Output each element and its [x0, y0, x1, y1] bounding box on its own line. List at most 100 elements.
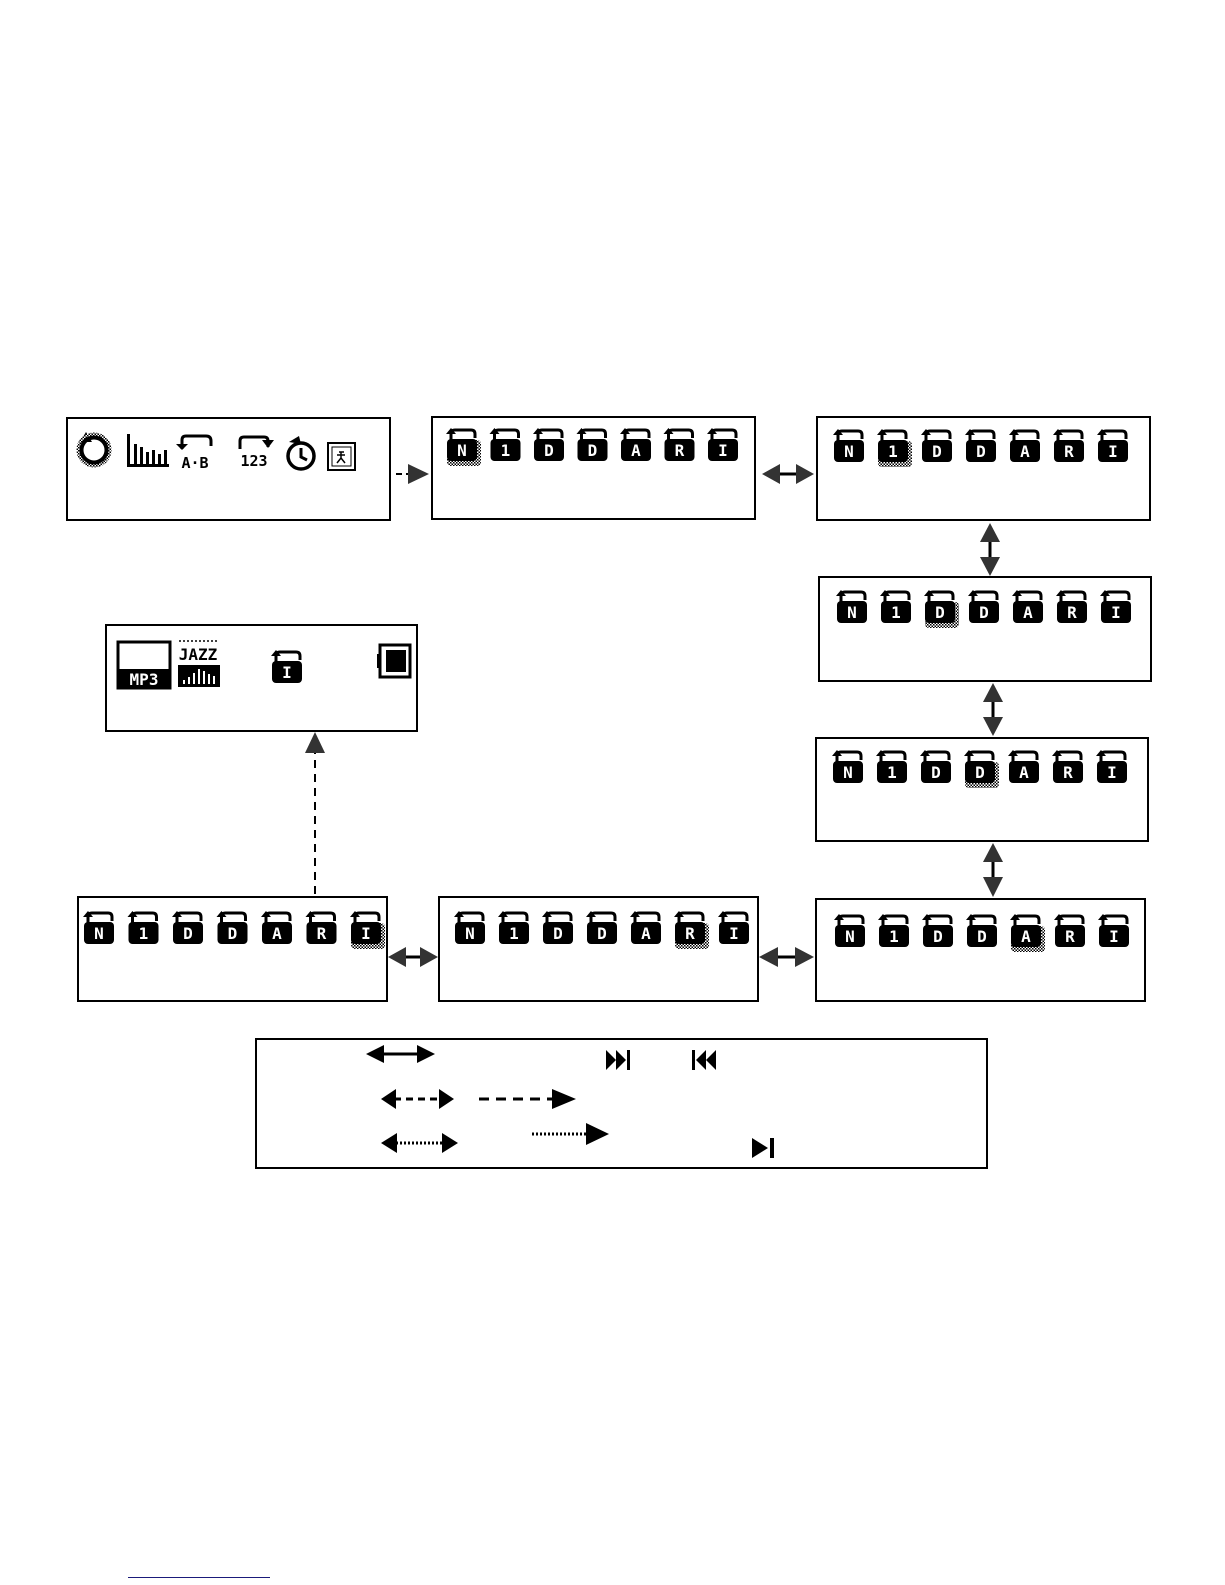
repeat-mode-a-icon: A — [620, 428, 651, 461]
repeat-mode-row: N1DDARI — [454, 911, 749, 949]
repeat-mode-a-icon: A — [1012, 590, 1043, 623]
prev-icon — [692, 1050, 716, 1070]
current-mode-icon: I — [271, 650, 302, 683]
repeat-mode-label: D — [183, 924, 193, 943]
repeat-mode-label: I — [1109, 927, 1119, 946]
repeat-mode-d-icon: D — [965, 429, 996, 462]
legend-dotted-double-arrow — [381, 1133, 458, 1153]
repeat-mode-label: A — [1019, 763, 1029, 782]
repeat-mode-label: N — [457, 441, 467, 460]
repeat-mode-label: R — [1063, 763, 1073, 782]
format-label: MP3 — [130, 670, 159, 689]
repeat-mode-d-icon: D — [172, 911, 203, 944]
repeat-mode-label: A — [1021, 927, 1031, 946]
repeat-mode-label: R — [1065, 927, 1075, 946]
repeat-mode-1-icon: 1 — [877, 429, 912, 467]
repeat-mode-label: A — [272, 924, 282, 943]
repeat-mode-label: A — [1023, 603, 1033, 622]
repeat-mode-label: N — [844, 442, 854, 461]
repeat-mode-label: D — [933, 927, 943, 946]
repeat-mode-i-icon: I — [350, 911, 385, 949]
repeat-mode-label: D — [597, 924, 607, 943]
repeat-mode-r-icon: R — [664, 428, 695, 461]
repeat-mode-label: D — [976, 442, 986, 461]
repeat-mode-1-icon: 1 — [878, 914, 909, 947]
repeat-mode-label: I — [1111, 603, 1121, 622]
repeat-mode-label: R — [1064, 442, 1074, 461]
repeat-mode-label: I — [1108, 442, 1118, 461]
repeat-mode-label: 1 — [889, 927, 899, 946]
repeat-mode-label: N — [845, 927, 855, 946]
repeat-mode-d-icon: D — [542, 911, 573, 944]
repeat-mode-label: A — [641, 924, 651, 943]
repeat-mode-1-icon: 1 — [498, 911, 529, 944]
connectors — [305, 464, 1003, 967]
repeat-mode-a-icon: A — [261, 911, 292, 944]
repeat-mode-label: D — [977, 927, 987, 946]
repeat-mode-label: R — [675, 441, 685, 460]
repeat-icon — [78, 432, 110, 466]
repeat-mode-label: N — [465, 924, 475, 943]
repeat-mode-a-icon: A — [630, 911, 661, 944]
repeat-mode-d-icon: D — [966, 914, 997, 947]
legend-dotted-arrow — [532, 1123, 609, 1145]
repeat-mode-n-icon: N — [836, 590, 867, 623]
repeat-mode-d-icon: D — [968, 590, 999, 623]
legend-solid-double-arrow — [366, 1045, 435, 1063]
repeat-mode-i-icon: I — [707, 428, 738, 461]
repeat-mode-d-icon: D — [533, 428, 564, 461]
repeat-mode-label: A — [631, 441, 641, 460]
ab-label: A·B — [181, 454, 208, 472]
repeat-mode-n-icon: N — [83, 911, 114, 944]
repeat-mode-a-icon: A — [1008, 750, 1039, 783]
repeat-mode-i-icon: I — [1100, 590, 1131, 623]
repeat-mode-n-icon: N — [446, 428, 481, 466]
equalizer-icon — [127, 434, 169, 467]
repeat-mode-row: N1DDARI — [832, 750, 1127, 788]
repeat-mode-r-icon: R — [1052, 750, 1083, 783]
repeat-mode-1-icon: 1 — [128, 911, 159, 944]
repeat-mode-i-icon: I — [1098, 914, 1129, 947]
repeat-mode-label: 1 — [139, 924, 149, 943]
repeat-mode-label: 1 — [887, 763, 897, 782]
repeat-mode-a-icon: A — [1009, 429, 1040, 462]
repeat-mode-d-icon: D — [922, 914, 953, 947]
repeat-mode-label: D — [975, 763, 985, 782]
repeat-mode-r-icon: R — [1054, 914, 1085, 947]
repeat-mode-i-icon: I — [1097, 429, 1128, 462]
legend-dashed-double-arrow — [381, 1089, 454, 1109]
repeat-mode-label: R — [685, 924, 695, 943]
repeat-mode-a-icon: A — [1010, 914, 1045, 952]
repeat-mode-label: I — [361, 924, 371, 943]
repeat-mode-d-icon: D — [964, 750, 999, 788]
repeat-mode-label: N — [847, 603, 857, 622]
repeat-mode-label: N — [94, 924, 104, 943]
timer-icon — [288, 436, 314, 469]
repeat-mode-i-icon: I — [1096, 750, 1127, 783]
repeat-mode-label: R — [1067, 603, 1077, 622]
repeat-mode-1-icon: 1 — [490, 428, 521, 461]
contrast-icon — [328, 443, 355, 470]
repeat-mode-label: D — [228, 924, 238, 943]
legend-dashed-arrow — [479, 1089, 576, 1109]
repeat-mode-i-icon: I — [718, 911, 749, 944]
play-pause-icon — [752, 1138, 774, 1158]
playback-order-icon: 123 — [240, 437, 274, 470]
repeat-mode-r-icon: R — [674, 911, 709, 949]
repeat-mode-label: I — [1107, 763, 1117, 782]
repeat-mode-label: D — [979, 603, 989, 622]
repeat-mode-n-icon: N — [454, 911, 485, 944]
repeat-mode-n-icon: N — [832, 750, 863, 783]
repeat-mode-r-icon: R — [1053, 429, 1084, 462]
repeat-mode-row: N1DDARI — [446, 428, 738, 466]
repeat-mode-label: I — [282, 663, 292, 682]
repeat-mode-label: D — [935, 603, 945, 622]
repeat-mode-d-icon: D — [577, 428, 608, 461]
eq-label: JAZZ — [179, 645, 218, 664]
repeat-mode-label: 1 — [888, 442, 898, 461]
ab-repeat-icon: A·B — [176, 436, 211, 472]
next-icon — [606, 1050, 630, 1070]
repeat-mode-row: N1DDARI — [833, 429, 1128, 467]
